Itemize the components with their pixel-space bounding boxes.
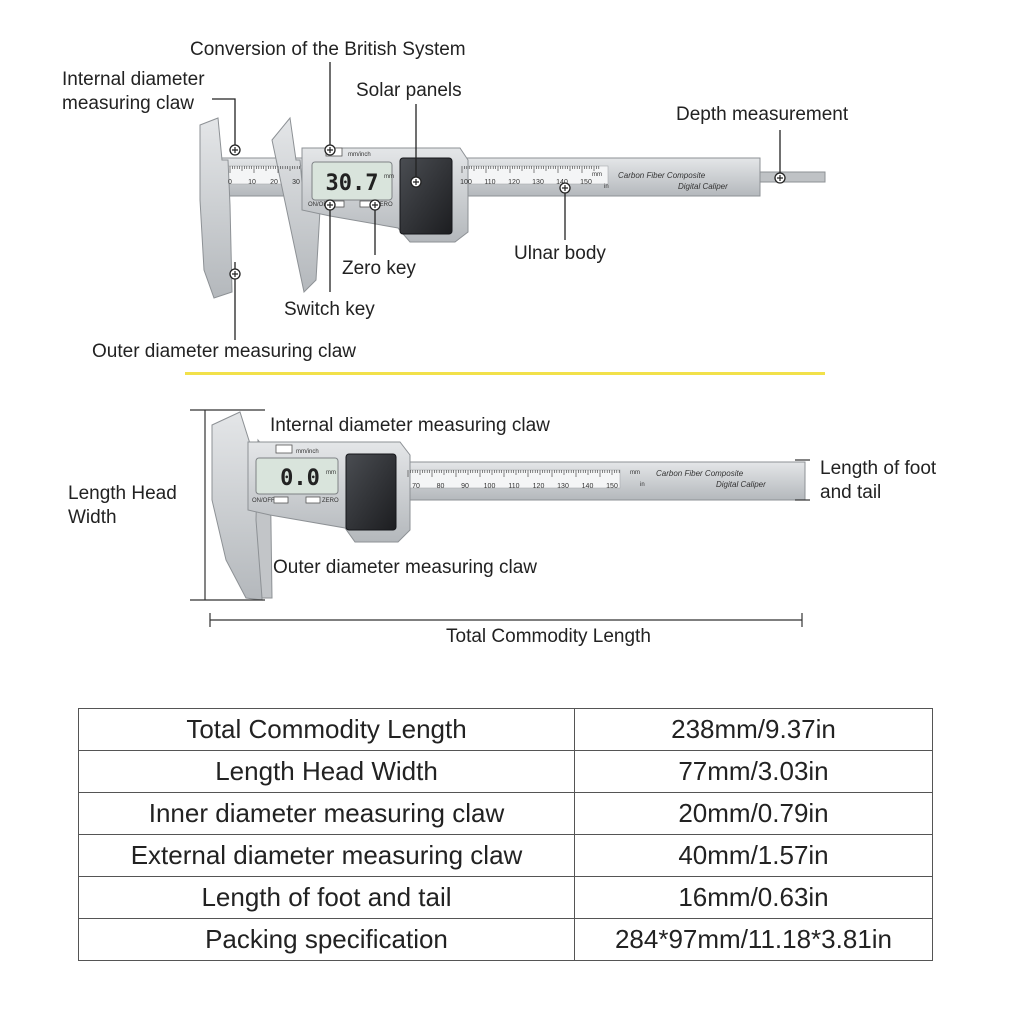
spec-name: Length Head Width [78,750,575,793]
on-off-label: ON/OFF [308,202,331,208]
bottom-beam-scale-ticks [407,470,620,477]
lcd-unit: mm [384,174,394,180]
scale-number: 150 [606,483,618,490]
spec-value: 16mm/0.63in [574,876,933,919]
bottom-lcd-screen [255,457,339,495]
bottom-beam-scale-numbers: 70 80 90 100 110 120 130 140 150 [412,483,618,490]
scale-number: 10 [248,179,256,186]
spec-value: 238mm/9.37in [574,708,933,751]
bottom-on-off-label: ON/OFF [252,498,275,504]
spec-value: 77mm/3.03in [574,750,933,793]
mode-button-label: mm/inch [348,152,371,158]
label-foot-tail: Length of foot and tail [820,458,937,503]
bottom-lcd-unit: mm [326,470,336,476]
scale-number: 150 [580,179,592,186]
depth-rod [759,171,826,183]
scale-number: 20 [270,179,278,186]
spec-value: 284*97mm/11.18*3.81in [574,918,933,961]
scale-number: 100 [460,179,472,186]
scale-number: 110 [508,483,519,490]
label-ulnar-body: Ulnar body [514,243,606,264]
bottom-zero-key[interactable] [305,496,321,504]
bottom-switch-key[interactable] [273,496,289,504]
spec-name: Packing specification [78,918,575,961]
brand-line-2: Digital Caliper [678,182,728,191]
bottom-mode-label: mm/inch [296,449,319,455]
scale-number: 100 [484,483,496,490]
label-solar-panels: Solar panels [356,80,462,101]
spec-name: Inner diameter measuring claw [78,792,575,835]
scale-number: 80 [437,483,445,490]
label-outer-claw-top: Outer diameter measuring claw [92,341,356,362]
spec-value: 40mm/1.57in [574,834,933,877]
beam-scale-numbers: 100 110 120 130 140 150 [460,179,592,186]
scale-number: 110 [484,179,495,186]
scale-number: 70 [412,483,420,490]
scale-number: 130 [532,179,544,186]
brand-line-1: Carbon Fiber Composite [618,171,706,180]
scale-number: 120 [508,179,520,186]
label-switch-key: Switch key [284,299,375,320]
zero-label: ZERO [376,202,393,208]
spec-name: External diameter measuring claw [78,834,575,877]
bottom-in-mark: in [640,482,645,488]
label-internal-claw-bottom: Internal diameter measuring claw [270,415,550,436]
scale-number: 130 [557,483,569,490]
label-internal-claw-top: Internal diameter measuring claw [62,69,205,114]
bottom-mm-mark: mm [630,470,640,476]
label-zero-key: Zero key [342,258,416,279]
label-outer-claw-bottom: Outer diameter measuring claw [273,557,537,578]
bottom-brand-line-2: Digital Caliper [716,480,766,489]
spec-name: Length of foot and tail [78,876,575,919]
bottom-caliper-diagram: 0.0 mm mm/inch ON/OFF ZERO 70 80 90 100 110 1… [190,409,810,627]
mm-mark: mm [592,172,602,178]
scale-number: 120 [533,483,545,490]
scale-number: 90 [461,483,469,490]
bottom-solar-panel [345,453,397,531]
lcd-screen [311,161,393,201]
bottom-lcd-reading: 0.0 [280,466,320,491]
scale-number: 30 [292,179,300,186]
fixed-jaw [199,117,233,299]
solar-panel [399,157,453,235]
scale-number: 140 [582,483,594,490]
label-head-width: Length Head Width [68,483,177,528]
scale-number: 0 [228,179,232,186]
label-total-length: Total Commodity Length [446,626,651,647]
callout-marker-crosses [232,147,783,277]
spec-value: 20mm/0.79in [574,792,933,835]
section-divider [185,372,825,375]
beam-scale-ticks [229,166,600,173]
scale-number: 140 [556,179,568,186]
callout-lines [212,62,781,340]
in-mark: in [604,184,609,190]
dimension-lines [190,409,810,627]
label-conversion: Conversion of the British System [190,39,466,60]
jaw-scale-numbers: 0 10 20 30 [228,179,300,186]
lcd-reading: 30.7 [326,171,379,196]
label-depth-measurement: Depth measurement [676,104,849,125]
bottom-mode-button[interactable] [275,444,293,454]
bottom-zero-label: ZERO [322,498,339,504]
spec-name: Total Commodity Length [78,708,575,751]
bottom-brand-line-1: Carbon Fiber Composite [656,469,744,478]
